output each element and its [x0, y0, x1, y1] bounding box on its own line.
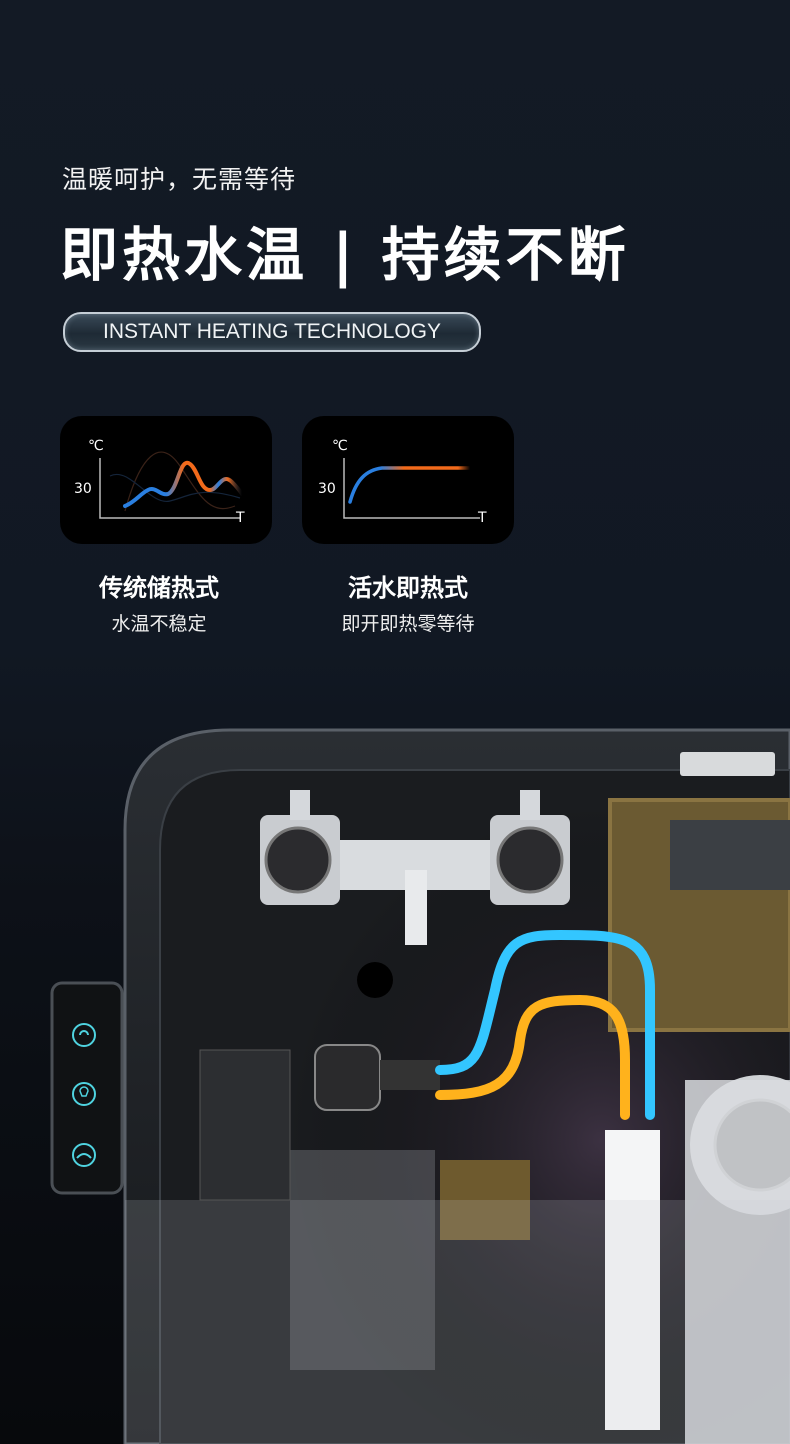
water-tank	[125, 1200, 790, 1444]
temperature-curve	[123, 460, 244, 508]
traditional-title: 传统储热式	[99, 574, 219, 602]
heating-element	[605, 1130, 660, 1430]
y-tick: 30	[318, 481, 336, 497]
instant-title: 活水即热式	[348, 574, 468, 602]
port-hole	[357, 962, 393, 998]
hot-water-pipe	[435, 994, 630, 1120]
y-axis	[343, 458, 480, 519]
fan-duct	[685, 1080, 790, 1444]
y-axis	[99, 458, 240, 519]
instant-caption: 活水即热式 即开即热零等待	[302, 568, 514, 636]
y-tick: 30	[74, 481, 92, 497]
terminal-block	[680, 752, 775, 776]
traditional-desc: 水温不稳定	[111, 613, 207, 635]
temperature-curve	[348, 466, 472, 504]
x-label: T	[477, 510, 487, 526]
bulb-icon[interactable]	[72, 1082, 96, 1106]
y-unit: ℃	[88, 438, 104, 454]
instant-chart-card: ℃ 30 T	[302, 416, 514, 544]
solenoid-valve-right	[490, 790, 570, 905]
instant-desc: 即开即热零等待	[341, 613, 475, 635]
water-swirl-icon[interactable]	[72, 1023, 96, 1047]
traditional-caption: 传统储热式 水温不稳定	[53, 568, 265, 636]
ghost-curve	[124, 451, 236, 512]
side-bracket	[199, 1049, 291, 1201]
y-unit: ℃	[332, 438, 348, 454]
technology-badge-label: INSTANT HEATING TECHNOLOGY	[103, 320, 441, 343]
x-label: T	[235, 510, 245, 526]
instant-chart: ℃ 30 T	[318, 438, 487, 526]
traditional-chart: ℃ 30 T	[74, 438, 245, 526]
technology-badge: INSTANT HEATING TECHNOLOGY	[63, 312, 481, 352]
pump-connector	[380, 1060, 440, 1090]
manifold-outlet	[405, 870, 427, 945]
subtitle: 温暖呵护，无需等待	[62, 165, 297, 194]
brass-fitting	[440, 1160, 530, 1240]
cold-water-pipe	[435, 929, 655, 1120]
ghost-curve	[109, 473, 241, 502]
traditional-chart-card: ℃ 30 T	[60, 416, 272, 544]
headline: 即热水温 | 持续不断	[60, 221, 630, 289]
heater-internals-illustration	[50, 728, 790, 1444]
pump	[314, 1044, 381, 1111]
hand-wash-icon[interactable]	[72, 1143, 96, 1167]
solenoid-valve-left	[260, 790, 340, 905]
filter-housing	[290, 1150, 435, 1370]
control-board	[670, 820, 790, 890]
